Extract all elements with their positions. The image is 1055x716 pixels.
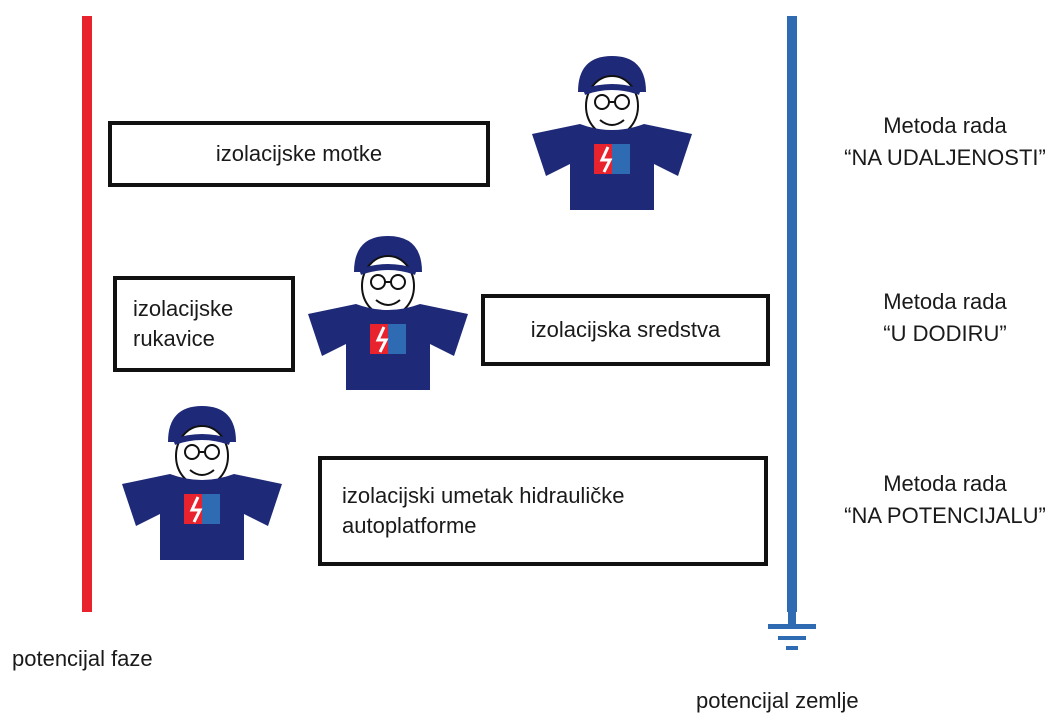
insulating-poles-label: izolacijske motke <box>215 141 383 166</box>
method-potential: Metoda rada “NA POTENCIJALU” <box>825 468 1055 532</box>
worker-figure-icon <box>298 232 478 392</box>
worker-figure-icon <box>112 402 292 562</box>
insulating-gloves-box: izolacijske rukavice <box>113 276 295 372</box>
method-contact-name: “U DODIRU” <box>883 321 1007 346</box>
hydraulic-platform-insert-box: izolacijski umetak hidrauličke autoplatf… <box>318 456 768 566</box>
insulating-gloves-label: izolacijske rukavice <box>133 296 234 351</box>
worker-figure-icon <box>522 52 702 212</box>
phase-potential-label: potencijal faze <box>12 646 153 671</box>
hydraulic-platform-insert-label: izolacijski umetak hidrauličke autoplatf… <box>342 483 625 538</box>
insulating-means-label: izolacijska sredstva <box>530 317 721 342</box>
method-distance-name: “NA UDALJENOSTI” <box>844 145 1046 170</box>
method-contact-title: Metoda rada <box>883 289 1007 314</box>
earth-potential-label: potencijal zemlje <box>696 688 859 713</box>
earth-potential-line <box>787 16 797 612</box>
insulating-means-box: izolacijska sredstva <box>481 294 770 366</box>
ground-symbol-icon <box>762 612 822 662</box>
method-contact: Metoda rada “U DODIRU” <box>825 286 1055 350</box>
method-potential-name: “NA POTENCIJALU” <box>844 503 1046 528</box>
method-potential-title: Metoda rada <box>883 471 1007 496</box>
insulating-poles-box: izolacijske motke <box>108 121 490 187</box>
method-distance: Metoda rada “NA UDALJENOSTI” <box>825 110 1055 174</box>
phase-potential-line <box>82 16 92 612</box>
method-distance-title: Metoda rada <box>883 113 1007 138</box>
